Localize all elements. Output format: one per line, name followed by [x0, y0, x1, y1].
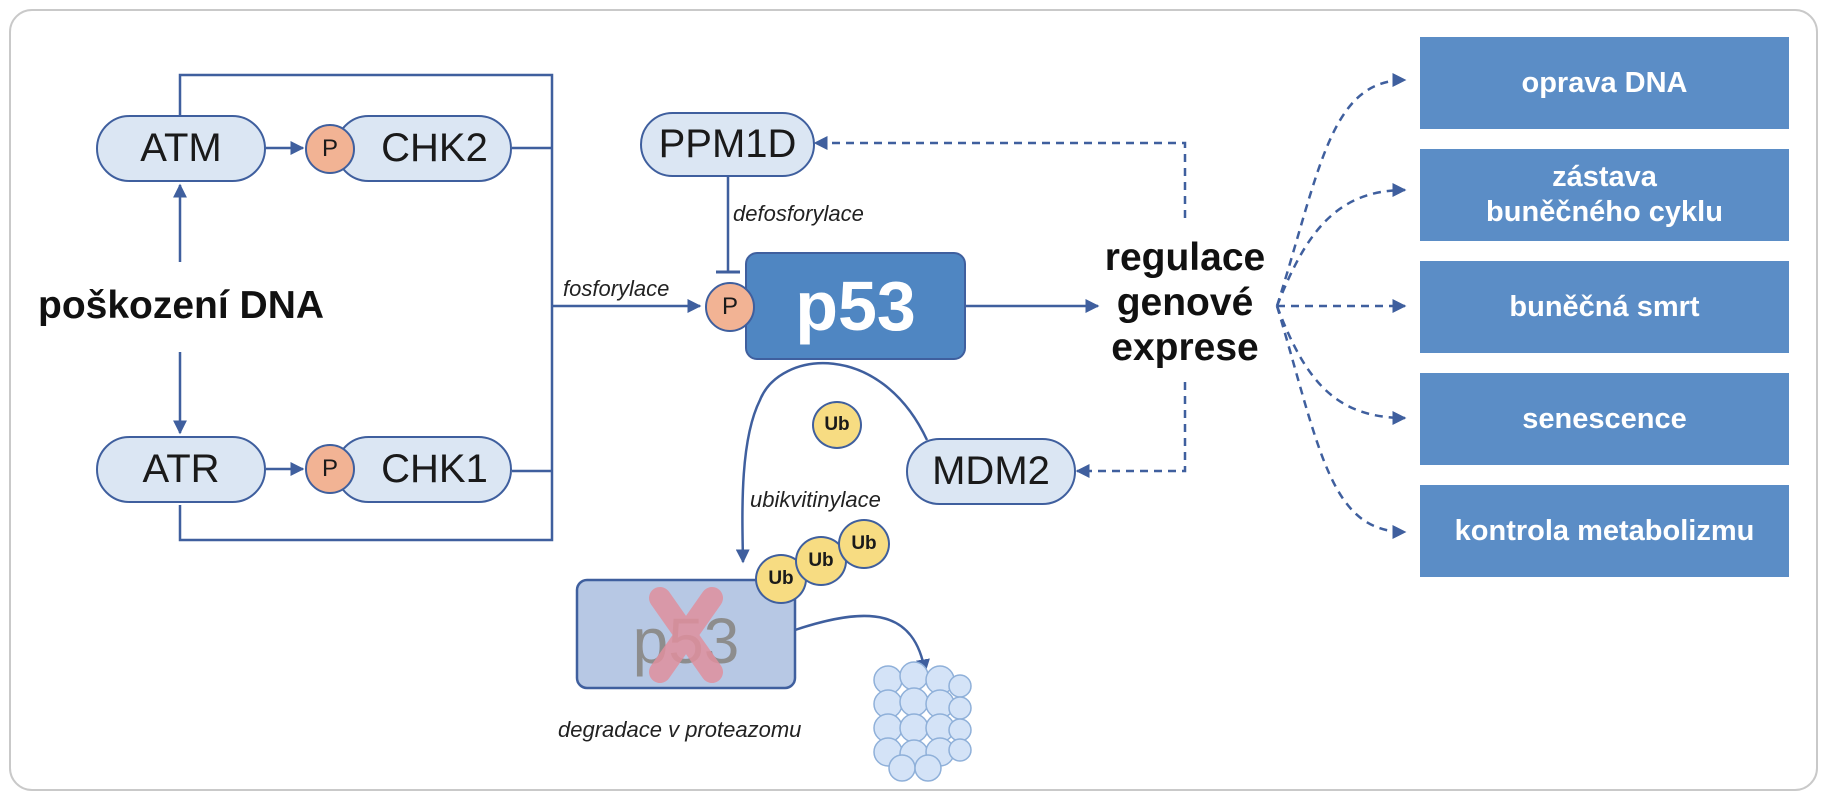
atr-label: ATR — [142, 447, 220, 491]
outcome-dna-repair-label: oprava DNA — [1521, 66, 1688, 99]
feedback-to-mdm2-arrow — [1075, 382, 1187, 478]
feedback-to-ppm1d-arrow — [813, 136, 1187, 218]
outcome-dna-repair: oprava DNA — [1420, 37, 1789, 129]
atm-node: ATM — [96, 115, 266, 182]
atm-bracket-line — [178, 73, 554, 542]
degradation-label: degradace v proteazomu — [558, 717, 802, 742]
outcome-metabolism-control: kontrola metabolizmu — [1420, 485, 1789, 577]
atm-label: ATM — [140, 126, 222, 170]
ub-free-label: Ub — [824, 414, 850, 435]
p53-phospho-label: P — [721, 293, 738, 320]
dephosphorylation-label: defosforylace — [733, 201, 864, 226]
chk2-phospho-label: P — [321, 135, 338, 162]
p53-phospho-marker: P — [705, 282, 755, 332]
outcome-senescence: senescence — [1420, 373, 1789, 465]
outer-frame — [9, 9, 1818, 791]
ppm1d-node: PPM1D — [640, 112, 815, 177]
gene-regulation-label: regulace genové exprese — [1100, 235, 1270, 370]
chk1-label: CHK1 — [381, 447, 488, 491]
cross-mark — [649, 587, 723, 683]
regulation-to-metabolism-arrow — [1275, 305, 1407, 539]
ppm1d-label: PPM1D — [658, 122, 797, 166]
ub-chain-3: Ub — [838, 519, 890, 569]
chk2-label: CHK2 — [381, 126, 488, 170]
gene-regulation-line-1: regulace — [1104, 236, 1266, 279]
chk2-node: CHK2 — [335, 115, 512, 182]
chk1-phospho-label: P — [321, 455, 338, 482]
ub-chain-1-label: Ub — [768, 568, 794, 589]
gene-regulation-line-3: exprese — [1111, 326, 1259, 369]
ub-chain-2-label: Ub — [808, 550, 834, 571]
p53-label: p53 — [795, 267, 916, 345]
degradation-arrow — [794, 614, 930, 674]
ub-chain-3-label: Ub — [851, 533, 877, 554]
outcome-cell-death-label: buněčná smrt — [1509, 290, 1700, 323]
regulation-to-senescence-arrow — [1275, 305, 1407, 425]
dna-damage-label: poškození DNA — [38, 284, 325, 327]
outcome-cell-death: buněčná smrt — [1420, 261, 1789, 353]
ub-free: Ub — [812, 401, 862, 449]
outcome-cell-cycle-arrest-label: zástava buněčného cyklu — [1486, 161, 1723, 228]
atr-node: ATR — [96, 436, 266, 503]
chk1-node: CHK1 — [335, 436, 512, 503]
ubiquitinylation-label: ubikvitinylace — [750, 487, 881, 512]
chk1-phospho-marker: P — [305, 444, 355, 494]
mdm2-label: MDM2 — [932, 449, 1050, 493]
gene-regulation-line-2: genové — [1116, 281, 1254, 324]
chk2-phospho-marker: P — [305, 124, 355, 174]
phosphorylation-label: fosforylace — [563, 276, 670, 301]
outcome-senescence-label: senescence — [1522, 402, 1687, 435]
outcome-cell-cycle-arrest: zástava buněčného cyklu — [1420, 149, 1789, 241]
p53-node: p53 — [745, 252, 966, 360]
outcome-metabolism-control-label: kontrola metabolizmu — [1454, 514, 1755, 547]
mdm2-node: MDM2 — [906, 438, 1076, 505]
regulation-to-dna-repair-arrow — [1275, 73, 1407, 307]
ubiquitination-arc-arrow — [735, 362, 929, 564]
proteasome-icon — [873, 661, 972, 782]
